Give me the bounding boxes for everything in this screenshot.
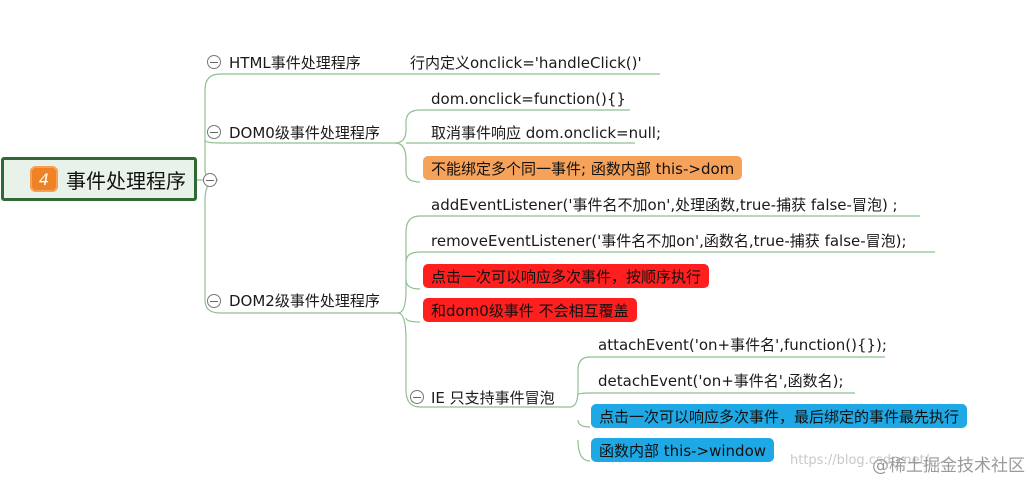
dom2-child-no-override[interactable]: 和dom0级事件 不会相互覆盖 <box>423 298 637 322</box>
dom0-child-cancel[interactable]: 取消事件响应 dom.onclick=null; <box>431 124 662 142</box>
ie-child-attach[interactable]: attachEvent('on+事件名',function(){}); <box>598 336 887 354</box>
dom2-child-add[interactable]: addEventListener('事件名不加on',处理函数,true-捕获 … <box>431 196 898 214</box>
collapse-dom0-icon[interactable] <box>207 125 221 139</box>
collapse-ie-icon[interactable] <box>410 390 424 404</box>
root-topic[interactable]: 4 事件处理程序 <box>1 157 197 201</box>
watermark-brand: @稀土掘金技术社区 <box>872 456 1025 476</box>
collapse-html-icon[interactable] <box>207 55 221 69</box>
ie-child-this[interactable]: 函数内部 this->window <box>591 438 775 462</box>
branch-dom0-label[interactable]: DOM0级事件处理程序 <box>229 124 380 142</box>
root-label: 事件处理程序 <box>66 168 186 193</box>
watermark-url: https://blog.csdn.net/... <box>790 453 942 468</box>
dom0-child-note[interactable]: 不能绑定多个同一事件; 函数内部 this->dom <box>423 156 743 180</box>
dom2-child-order[interactable]: 点击一次可以响应多次事件，按顺序执行 <box>423 264 710 288</box>
dom0-child-onclick[interactable]: dom.onclick=function(){} <box>431 90 626 108</box>
priority-badge: 4 <box>30 166 58 192</box>
ie-child-detach[interactable]: detachEvent('on+事件名',函数名); <box>598 372 844 390</box>
branch-dom2-label[interactable]: DOM2级事件处理程序 <box>229 292 380 310</box>
html-child-onclick[interactable]: 行内定义onclick='handleClick()' <box>410 54 642 72</box>
collapse-root-icon[interactable] <box>203 173 217 187</box>
branch-html-label[interactable]: HTML事件处理程序 <box>229 54 361 72</box>
ie-child-order[interactable]: 点击一次可以响应多次事件，最后绑定的事件最先执行 <box>591 404 968 428</box>
branch-ie-label[interactable]: IE 只支持事件冒泡 <box>431 389 555 407</box>
collapse-dom2-icon[interactable] <box>207 294 221 308</box>
dom2-child-remove[interactable]: removeEventListener('事件名不加on',函数名,true-捕… <box>431 232 907 250</box>
